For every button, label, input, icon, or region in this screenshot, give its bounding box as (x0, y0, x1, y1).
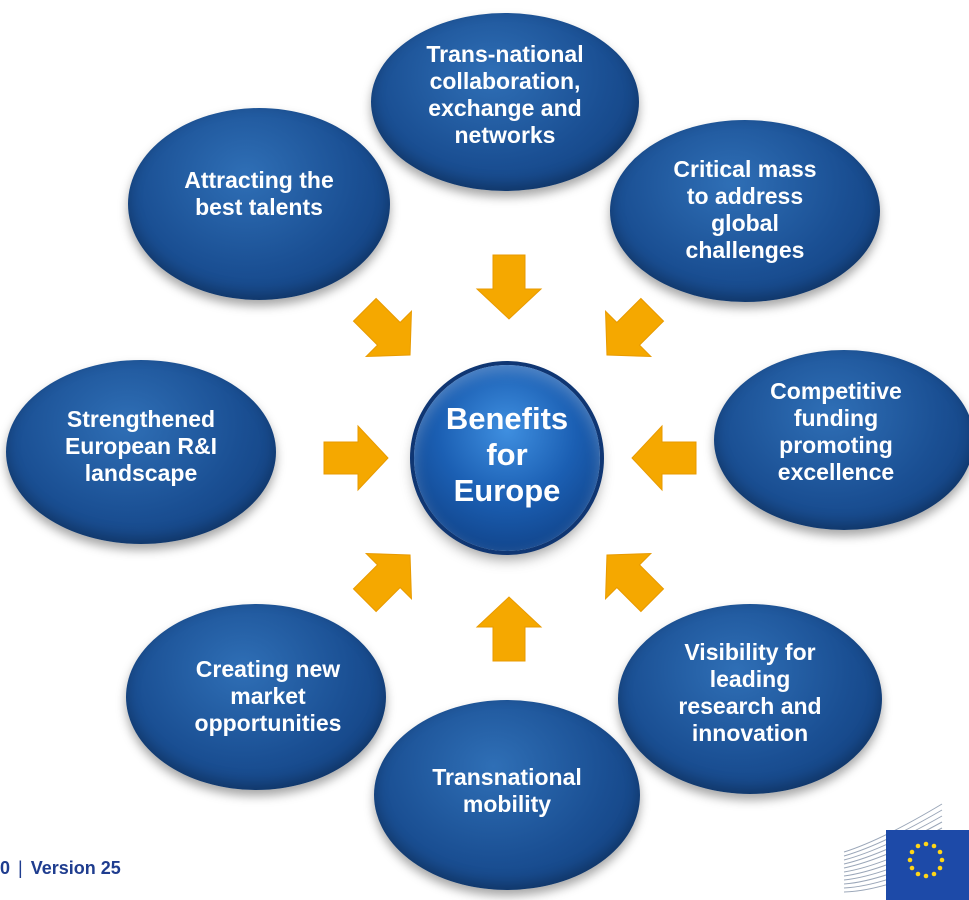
bubble-label: Critical mass to address global challeng… (673, 156, 817, 263)
bubble-transnational-mobility: Transnational mobility (374, 700, 640, 890)
arrow-top-left-icon (352, 297, 412, 357)
bubble-new-market: Creating new market opportunities (126, 604, 386, 790)
center-label: Benefits for Europe (445, 401, 569, 508)
bubble-label: Visibility for leading research and inno… (678, 639, 822, 746)
bubble-attracting-talents: Attracting the best talents (128, 108, 390, 300)
arrow-top-icon (475, 254, 543, 320)
bubble-strengthened-ri: Strengthened European R&I landscape (6, 360, 276, 544)
bubble-label: Competitive funding promoting excellence (770, 378, 902, 485)
arrow-left-icon (323, 424, 389, 492)
footer-version: Version 25 (30, 858, 121, 878)
bubble-competitive-funding: Competitive funding promoting excellence (714, 350, 969, 530)
footer-separator: | (18, 858, 23, 878)
footer-page-number: 0 (0, 858, 11, 878)
bubble-label: Attracting the best talents (184, 167, 334, 220)
bubble-transnational-collaboration: Trans-national collaboration, exchange a… (371, 13, 639, 191)
footer: 0 | Version 25 (0, 858, 121, 879)
center-hub: Benefits for Europe (414, 365, 600, 551)
bubble-label: Strengthened European R&I landscape (64, 405, 218, 486)
bubble-visibility: Visibility for leading research and inno… (618, 604, 882, 794)
arrow-bottom-right-icon (605, 553, 665, 613)
bubble-label: Transnational mobility (432, 764, 582, 817)
arrow-bottom-icon (475, 596, 543, 662)
arrow-bottom-left-icon (352, 553, 412, 613)
arrow-top-right-icon (605, 297, 665, 357)
bubble-critical-mass: Critical mass to address global challeng… (610, 120, 880, 302)
bubble-label: Trans-national collaboration, exchange a… (426, 41, 584, 148)
bubble-label: Creating new market opportunities (194, 655, 342, 736)
european-commission-logo-icon (843, 803, 969, 900)
arrow-right-icon (631, 424, 697, 492)
